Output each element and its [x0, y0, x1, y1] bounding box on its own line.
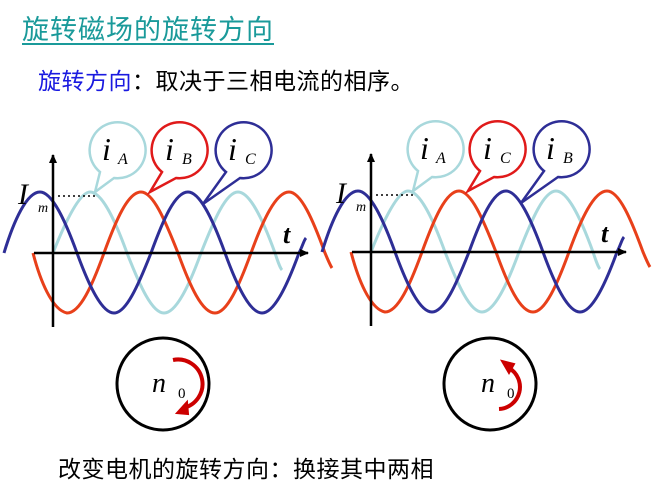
time-axis-label: t — [283, 220, 291, 249]
footer-note: 改变电机的旋转方向：换接其中两相 — [58, 457, 434, 483]
svg-text:C: C — [500, 150, 511, 167]
svg-text:i: i — [546, 130, 555, 166]
amplitude-label: I — [17, 178, 30, 211]
rotor-clockwise: n 0 — [115, 336, 211, 432]
wave-ic — [2, 190, 308, 315]
svg-text:A: A — [435, 150, 446, 167]
svg-text:0: 0 — [178, 386, 186, 402]
svg-text:i: i — [165, 131, 174, 167]
bubble-ib: i B — [146, 120, 209, 196]
amplitude-sub: m — [38, 201, 48, 216]
svg-text:n: n — [481, 368, 495, 399]
time-axis-label: t — [601, 219, 609, 248]
bubble-ib: i B — [519, 119, 591, 205]
bubble-ic: i C — [201, 120, 273, 206]
svg-text:i: i — [420, 130, 429, 166]
bubble-ic: i C — [464, 119, 527, 195]
svg-text:i: i — [228, 131, 237, 167]
svg-text:i: i — [483, 130, 492, 166]
amplitude-label: I — [335, 177, 348, 210]
svg-text:B: B — [563, 150, 573, 167]
svg-text:n: n — [152, 368, 166, 399]
bubble-ia: i A — [88, 120, 147, 196]
amplitude-sub: m — [356, 200, 366, 215]
bubble-ia: i A — [406, 119, 465, 195]
counterclockwise-arrow-icon — [498, 366, 522, 411]
wave-ib — [31, 190, 334, 315]
subtitle-highlight: 旋转方向 — [38, 69, 132, 95]
svg-text:A: A — [117, 151, 128, 168]
svg-text:i: i — [102, 131, 111, 167]
rotor-counterclockwise: n 0 — [442, 336, 538, 432]
subtitle: 旋转方向：取决于三相电流的相序。 — [38, 62, 414, 96]
svg-text:B: B — [182, 151, 192, 168]
wave-ia — [51, 190, 284, 315]
clockwise-arrow-icon — [172, 357, 205, 410]
svg-text:C: C — [245, 151, 256, 168]
right-waveform-plot: I m t i A i C i B n 0 — [320, 119, 652, 432]
subtitle-text: ：取决于三相电流的相序。 — [132, 69, 414, 95]
left-waveform-plot: I m t i A i B i C n 0 — [2, 120, 334, 432]
page-title: 旋转磁场的旋转方向 — [22, 15, 274, 46]
svg-text:0: 0 — [507, 386, 515, 402]
